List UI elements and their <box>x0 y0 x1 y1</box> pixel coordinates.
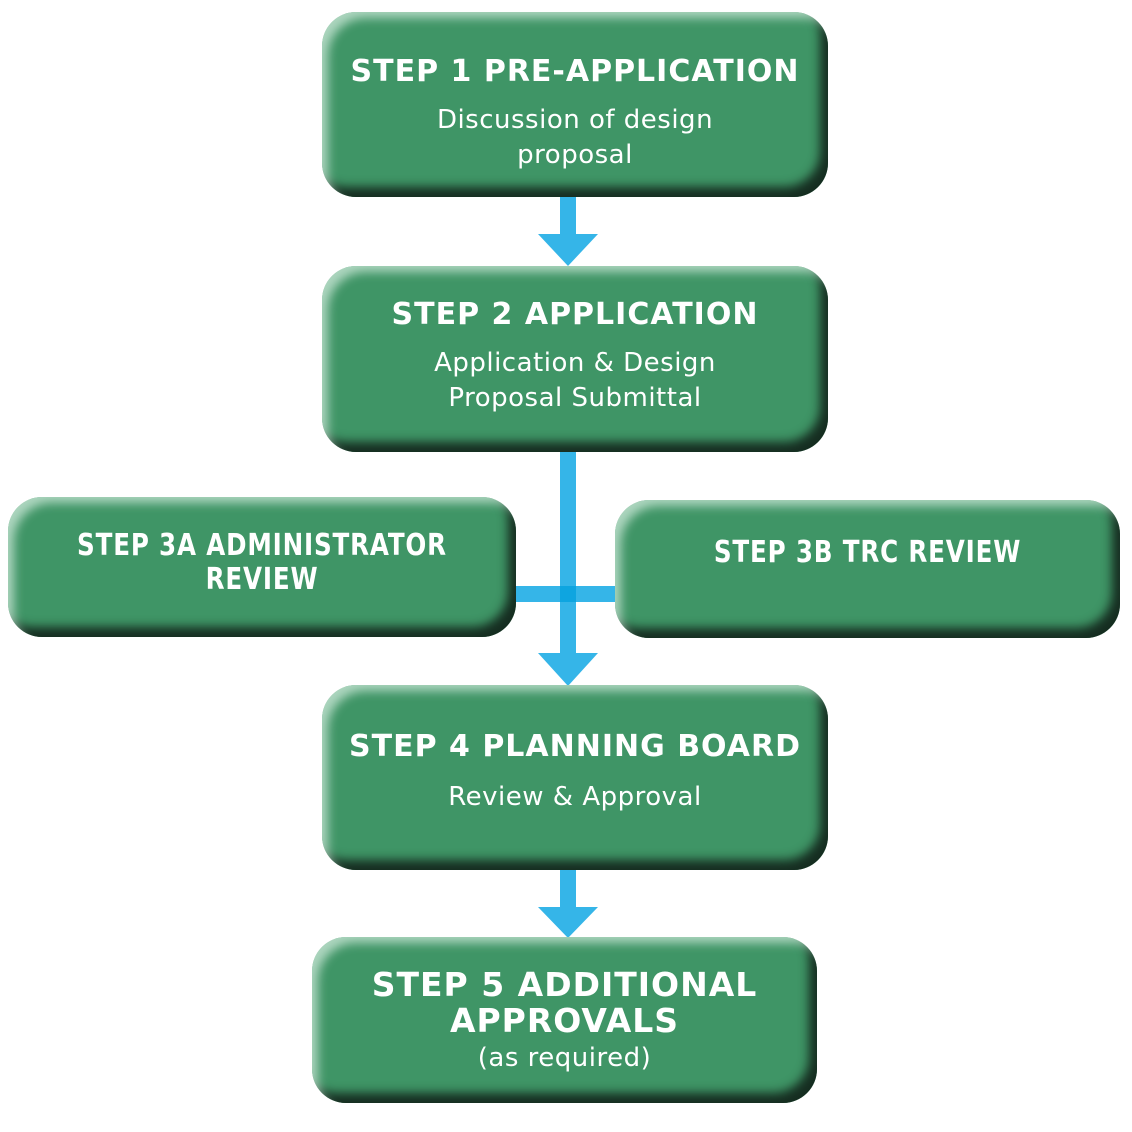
connector-line-1-2 <box>560 195 576 237</box>
step-5-subtitle: (as required) <box>477 1043 652 1073</box>
step-4-box: STEP 4 PLANNING BOARD Review & Approval <box>322 685 828 870</box>
step-2-title: STEP 2 APPLICATION <box>391 297 759 332</box>
connector-overlap <box>560 586 576 602</box>
step-2-box: STEP 2 APPLICATION Application & Design … <box>322 266 828 452</box>
step-1-box: STEP 1 PRE-APPLICATION Discussion of des… <box>322 12 828 197</box>
step-1-title: STEP 1 PRE-APPLICATION <box>350 54 800 89</box>
step-1-subtitle: Discussion of design proposal <box>436 105 714 170</box>
step-4-title: STEP 4 PLANNING BOARD <box>349 729 801 764</box>
step-5-title: STEP 5 ADDITIONAL APPROVALS <box>371 965 758 1040</box>
arrowhead-4-5 <box>538 907 598 938</box>
arrowhead-2-4 <box>538 653 598 686</box>
connector-line-4-5 <box>560 868 576 910</box>
step-4-subtitle: Review & Approval <box>448 782 702 812</box>
step-3b-title: STEP 3B TRC REVIEW <box>713 535 1022 570</box>
step-3a-box: STEP 3A ADMINISTRATOR REVIEW <box>8 497 516 637</box>
arrowhead-1-2 <box>538 234 598 266</box>
connector-line-2-4 <box>560 450 576 656</box>
step-5-box: STEP 5 ADDITIONAL APPROVALS (as required… <box>312 937 817 1103</box>
step-2-subtitle: Application & Design Proposal Submittal <box>434 348 716 413</box>
step-3b-box: STEP 3B TRC REVIEW <box>615 500 1120 638</box>
step-3a-title: STEP 3A ADMINISTRATOR REVIEW <box>77 528 447 597</box>
